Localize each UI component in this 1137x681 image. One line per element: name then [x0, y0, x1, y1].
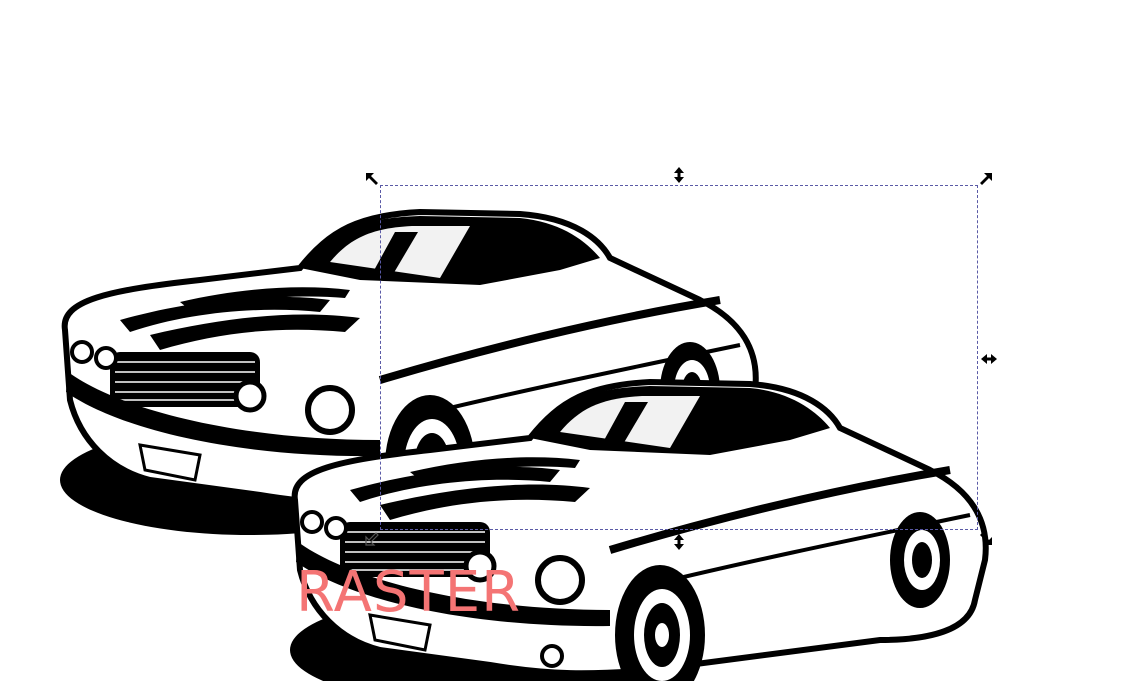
scale-handle-ne-icon[interactable] — [977, 170, 995, 188]
scale-handle-n-icon[interactable] — [670, 166, 688, 184]
scale-handle-se-icon[interactable] — [977, 530, 995, 548]
scale-handle-s-icon[interactable] — [670, 533, 688, 551]
raster-label: RASTER — [296, 560, 521, 625]
scale-handle-sw-icon[interactable] — [363, 530, 381, 548]
scale-handle-e-icon[interactable] — [980, 350, 998, 368]
scale-handle-nw-icon[interactable] — [363, 170, 381, 188]
